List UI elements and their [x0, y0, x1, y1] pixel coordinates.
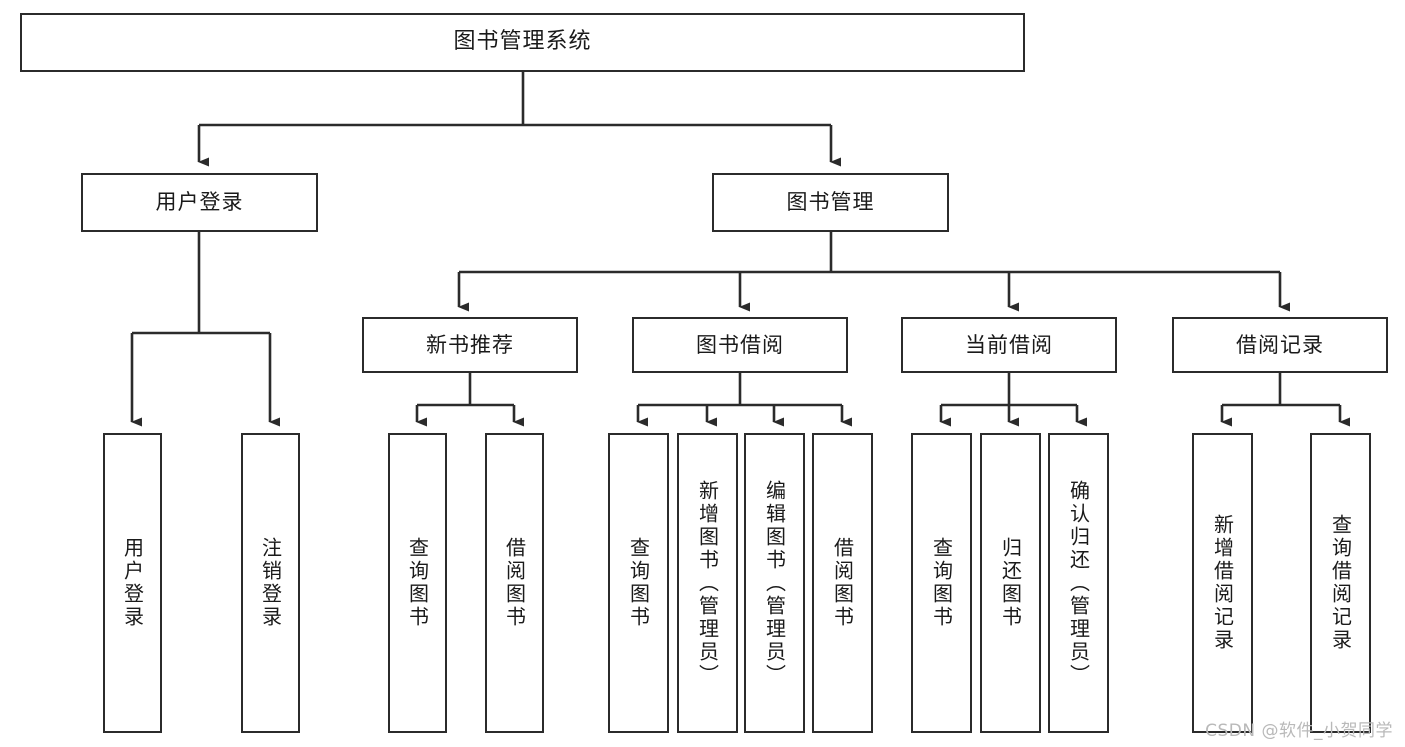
- node-label: 借阅记录: [1236, 332, 1324, 357]
- node-label: 图书管理: [786, 190, 875, 215]
- node-label: 新增图书（管理员）: [695, 479, 720, 687]
- node-book-borrow[interactable]: 图书借阅: [632, 317, 848, 373]
- leaf-new-book-query-book[interactable]: 查询图书: [388, 433, 447, 733]
- leaf-user-login-login[interactable]: 用户登录: [103, 433, 162, 733]
- node-root-book-management-system[interactable]: 图书管理系统: [20, 13, 1025, 72]
- node-book-management[interactable]: 图书管理: [712, 173, 949, 232]
- node-label: 新增借阅记录: [1210, 514, 1235, 652]
- leaf-current-borrow-query-book[interactable]: 查询图书: [911, 433, 972, 733]
- leaf-book-borrow-query-book[interactable]: 查询图书: [608, 433, 669, 733]
- node-new-book-recommend[interactable]: 新书推荐: [362, 317, 578, 373]
- node-label: 编辑图书（管理员）: [762, 479, 787, 687]
- node-user-login[interactable]: 用户登录: [81, 173, 318, 232]
- node-label: 借阅图书: [830, 537, 855, 629]
- leaf-current-borrow-return-book[interactable]: 归还图书: [980, 433, 1041, 733]
- leaf-current-borrow-confirm-return-admin[interactable]: 确认归还（管理员）: [1048, 433, 1109, 733]
- leaf-borrow-record-add-record[interactable]: 新增借阅记录: [1192, 433, 1253, 733]
- leaf-new-book-borrow-book[interactable]: 借阅图书: [485, 433, 544, 733]
- node-label: 查询借阅记录: [1328, 514, 1353, 652]
- leaf-book-borrow-add-book-admin[interactable]: 新增图书（管理员）: [677, 433, 738, 733]
- csdn-watermark: CSDN @软件_小贺同学: [1205, 721, 1393, 741]
- node-label: 用户登录: [120, 537, 145, 629]
- leaf-book-borrow-edit-book-admin[interactable]: 编辑图书（管理员）: [744, 433, 805, 733]
- node-label: 查询图书: [405, 537, 430, 629]
- node-label: 图书管理系统: [453, 29, 592, 55]
- node-borrow-record[interactable]: 借阅记录: [1172, 317, 1388, 373]
- node-label: 用户登录: [155, 190, 244, 215]
- leaf-book-borrow-borrow-book[interactable]: 借阅图书: [812, 433, 873, 733]
- leaf-borrow-record-query-record[interactable]: 查询借阅记录: [1310, 433, 1371, 733]
- node-label: 图书借阅: [696, 332, 784, 357]
- node-label: 归还图书: [998, 537, 1023, 629]
- node-label: 新书推荐: [426, 332, 514, 357]
- node-label: 借阅图书: [502, 537, 527, 629]
- node-label: 查询图书: [626, 537, 651, 629]
- node-label: 查询图书: [929, 537, 954, 629]
- node-label: 注销登录: [258, 537, 283, 629]
- leaf-user-login-logout[interactable]: 注销登录: [241, 433, 300, 733]
- node-label: 当前借阅: [965, 332, 1053, 357]
- node-label: 确认归还（管理员）: [1066, 479, 1091, 687]
- node-current-borrow[interactable]: 当前借阅: [901, 317, 1117, 373]
